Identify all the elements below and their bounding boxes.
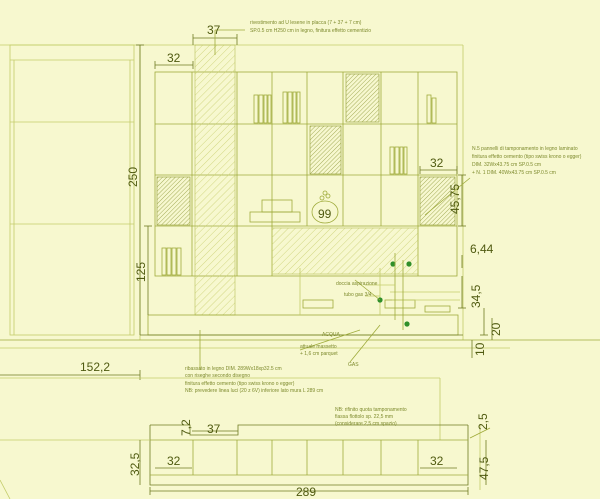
utility-points xyxy=(365,253,412,330)
dim-6-44: 6,44 xyxy=(470,242,494,256)
dim-20: 20 xyxy=(489,322,503,336)
note-right-4: + N. 1 DIM. 40Wx43.75 cm SP.0.5 cm xyxy=(472,170,556,176)
note-gas: GAS xyxy=(348,362,359,368)
note-plan-3: (considerare 2,5 cm spazio) xyxy=(335,421,397,427)
dim-32-right: 32 xyxy=(430,156,444,170)
dim-152-2: 152,2 xyxy=(80,360,110,374)
dim-32-plan-right: 32 xyxy=(430,454,444,468)
bookcase xyxy=(154,44,458,316)
dim-250: 250 xyxy=(126,167,140,187)
note-low-2: con riseghe secondo disegno xyxy=(185,373,250,379)
left-cabinet xyxy=(9,44,135,336)
note-top-1: rivestimento ad U lesene in placca (7 + … xyxy=(250,20,362,26)
dim-47-5: 47,5 xyxy=(477,456,491,480)
note-plan-1: NB: rifinito quota tamponamento xyxy=(335,407,407,413)
vase xyxy=(311,190,339,224)
note-massetto: attuale massetto xyxy=(300,344,337,350)
dim-32-plan-left: 32 xyxy=(167,454,181,468)
note-acqua: ACQUA xyxy=(322,332,340,338)
dim-37-plan: 37 xyxy=(207,422,221,436)
dimension-lines xyxy=(0,34,493,380)
books xyxy=(161,91,437,276)
dim-34-5: 34,5 xyxy=(469,284,483,308)
dim-289: 289 xyxy=(296,485,316,499)
plan-view xyxy=(0,377,491,499)
dim-32-top: 32 xyxy=(167,51,181,65)
base-plinth xyxy=(140,268,463,336)
dim-45-75: 45,75 xyxy=(448,184,462,214)
dim-2-5: 2,5 xyxy=(476,413,490,430)
note-low-4: NB: prevedere linea luci (20 z 6V) infer… xyxy=(185,388,323,394)
note-top-2: SP.0.5 cm H250 cm in legno, finitura eff… xyxy=(250,28,371,34)
note-doccia: doccia aspirazione xyxy=(336,281,378,287)
note-right-2: finitura effetto cemento (tipo swiss kro… xyxy=(472,154,582,160)
note-low-1: ribassato in legno DIM. 289Wx18xp32.5 cm xyxy=(185,366,282,372)
leader-lines xyxy=(199,29,471,370)
note-tubo-gas: tubo gas 3/4 xyxy=(344,292,372,298)
dim-125: 125 xyxy=(134,262,148,282)
dim-32-5: 32,5 xyxy=(128,452,142,476)
note-low-3: finitura effetto cemento (tipo swiss kro… xyxy=(185,381,295,387)
dim-99: 99 xyxy=(318,207,332,221)
note-plan-2: fiassa flottolo sp. 22,5 mm xyxy=(335,414,393,420)
note-right-3: DIM. 32Wx43.75 cm SP.0.5 cm xyxy=(472,162,541,168)
dim-37-top: 37 xyxy=(207,23,221,37)
dim-7-2: 7,2 xyxy=(179,419,193,436)
dim-10: 10 xyxy=(473,342,487,356)
note-right-1: N.5 pannelli di tamponamento in legno la… xyxy=(472,146,578,152)
note-parquet: + 1,6 cm parquet xyxy=(300,351,338,357)
